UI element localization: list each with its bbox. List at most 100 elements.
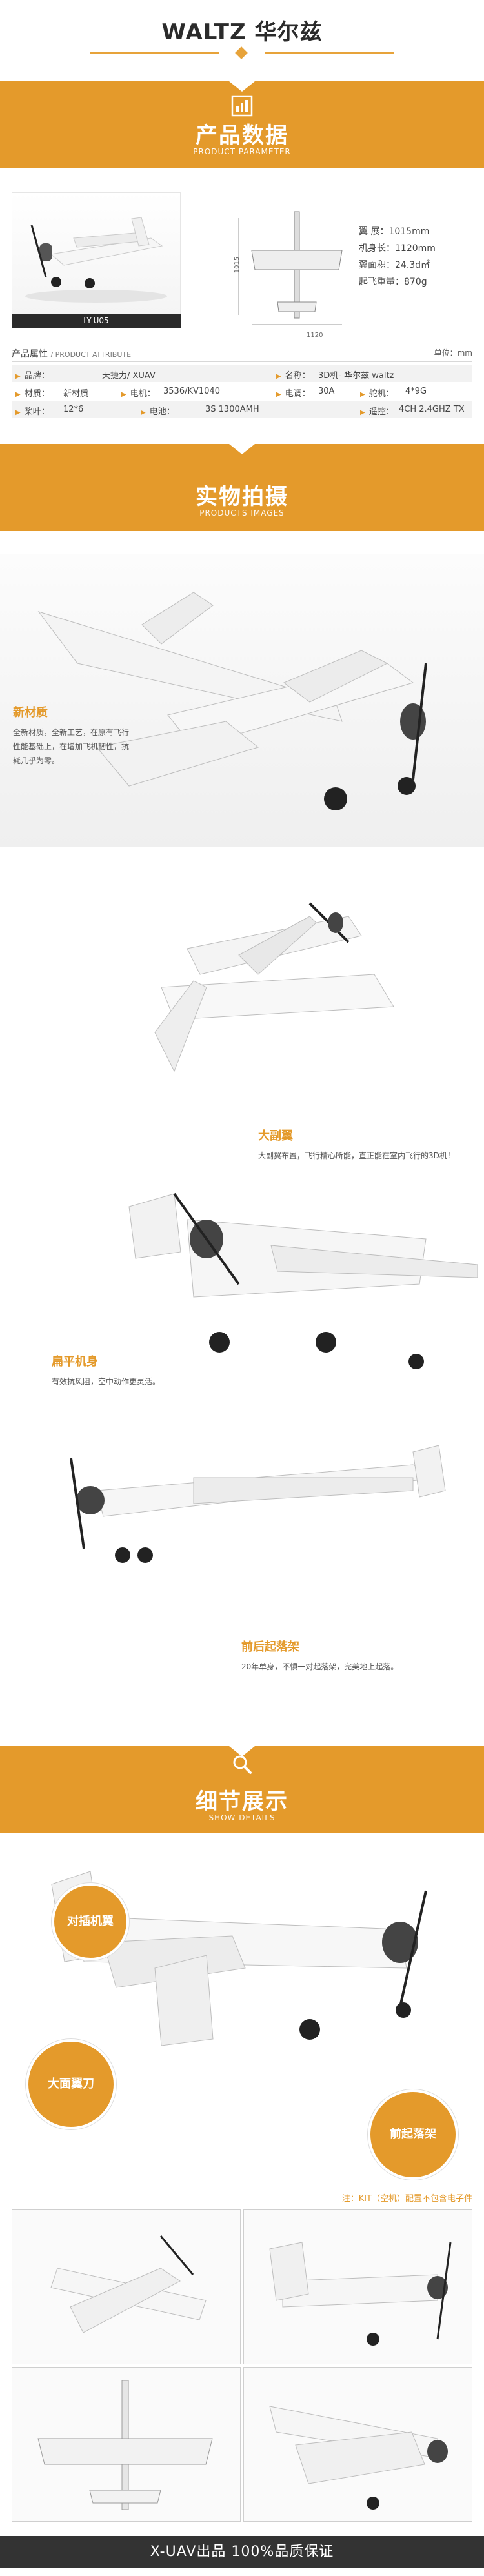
attr-row: ▶材质： 新材质 ▶电机： 3536/KV1040 ▶电调： 30A ▶舵机： … [12,383,472,400]
spec-wingspan: 翼 展：1015mm [359,225,429,237]
spec-length-label: 机身长： [359,243,395,254]
callout-gear-title: 前后起落架 [241,1640,299,1654]
triangle-bullet-icon: ▶ [15,391,21,398]
params-band-notch [229,81,255,92]
detail-circle-aileron-blade-label: 大面翼刀 [48,2077,94,2091]
airplane-photo-2 [154,902,394,1072]
callout-big-aileron-title: 大副翼 [258,1129,293,1143]
attr-key: 电调： [285,389,310,399]
attr-row: ▶品牌： 天捷力/ XUAV ▶ 名称： 3D机- 华尔兹 waltz [12,365,472,382]
airplane-grid-4 [269,2406,448,2510]
footer-banner: X-UAV出品 100%品质保证 [0,2536,484,2568]
detail-circle-aileron-blade: 大面翼刀 [26,2039,116,2129]
attr-servo-value: 4*9G [405,387,427,396]
attr-material-value: 新材质 [63,389,89,399]
triangle-bullet-icon: ▶ [276,373,281,380]
details-title: 细节展示 [196,1789,288,1815]
dim-side-label: 1015 [234,256,241,274]
detail-circle-front-gear-label: 前起落架 [390,2128,436,2141]
attributes-heading-text: 产品属性 [12,349,48,359]
detail-circle-plug-wing: 对插机翼 [52,1883,129,1960]
attr-brand-value: 天捷力/ XUAV [102,371,156,381]
photos-subtitle: PRODUCTS IMAGES [199,508,285,518]
callout-gear-text: 20年单身，不惧一对起落架，完美地上起落。 [241,1662,399,1671]
attributes-unit: 单位：mm [434,348,472,357]
hero-model-label: LY-U05 [12,314,181,328]
attr-key: 舵机： [368,389,394,399]
spec-weight-value: 870g [404,277,427,287]
spec-wingspan-value: 1015mm [388,226,430,237]
attr-key: 桨叶： [24,407,50,417]
spec-length: 机身长：1120mm [359,241,436,254]
dim-bottom-label: 1120 [307,332,323,339]
photos-band-notch [229,444,255,454]
triangle-bullet-icon: ▶ [15,409,21,416]
attr-servo: ▶舵机： [360,387,394,399]
airplane-grid-3 [37,2380,213,2510]
airplane-hero-illustration [25,217,167,303]
params-subtitle: PRODUCT PARAMETER [193,147,291,156]
detail-circle-front-gear: 前起落架 [368,2089,458,2180]
product-photo-3 [116,1181,484,1374]
grid-image-bottom-right [243,2367,472,2522]
attr-esc: ▶ 电调： [276,387,310,399]
airplane-grid-1 [50,2235,207,2333]
attr-esc-value: 30A [318,387,335,396]
detail-circle-plug-wing-label: 对插机翼 [67,1915,114,1928]
spec-wingspan-label: 翼 展： [359,226,389,237]
dimension-diagram [238,211,343,325]
attr-brand: ▶品牌： [15,368,50,381]
magnifier-icon [233,1755,252,1774]
attributes-heading-sub: / PRODUCT ATTRIBUTE [50,350,132,359]
attr-radio-value: 4CH 2.4GHZ TX [399,405,465,414]
attr-key: 电机： [130,389,156,399]
product-photo-2 [0,891,484,1110]
callout-flat-fuselage-title: 扁平机身 [52,1355,98,1369]
spec-weight: 起飞重量：870g [359,275,427,288]
attr-motor: ▶ 电机： [121,387,156,399]
attributes-divider [12,361,472,362]
spec-wing-area-value: 24.3d㎡ [395,260,430,270]
page-title: WALTZ 华尔兹 [161,19,323,45]
attr-key: 名称： [285,371,310,381]
triangle-bullet-icon: ▶ [121,391,126,398]
details-band [0,1746,484,1833]
callout-material-title: 新材质 [13,706,48,719]
attr-key: 材质： [24,389,50,399]
attr-row: ▶桨叶： 12*6 ▶电池： 3S 1300AMH ▶遥控： 4CH 2.4GH… [12,401,472,418]
chart-icon [231,95,253,117]
attr-prop-value: 12*6 [63,405,84,414]
triangle-bullet-icon: ▶ [360,391,365,398]
title-underline-left [90,52,219,54]
product-photo-4 [52,1439,484,1568]
attributes-heading: 产品属性 / PRODUCT ATTRIBUTE [12,347,472,360]
triangle-bullet-icon: ▶ [15,373,21,380]
spec-wing-area: 翼面积：24.3d㎡ [359,258,430,271]
airplane-photo-3 [128,1192,478,1369]
triangle-bullet-icon: ▶ [276,391,281,398]
details-band-notch [229,1746,255,1756]
callout-material-text: 全新材质，全新工艺，在原有飞行性能基础上，在增加飞机韧性，抗耗几乎为零。 [13,728,130,765]
details-subtitle: SHOW DETAILS [208,1813,276,1822]
attr-name: ▶ 名称： [276,368,310,381]
attr-motor-value: 3536/KV1040 [163,387,220,396]
title-diamond [235,46,248,59]
title-underline-right [265,52,394,54]
product-photo-1 [0,554,484,847]
spec-weight-label: 起飞重量： [359,277,404,287]
spec-length-value: 1120mm [395,243,436,254]
kit-note: 注：KIT（空机）配置不包含电子件 [341,2194,472,2204]
attr-name-value: 3D机- 华尔兹 waltz [318,371,394,381]
product-hero-image [12,192,181,328]
attr-battery: ▶电池： [141,405,175,417]
photos-band [0,444,484,531]
attr-prop: ▶桨叶： [15,405,50,417]
airplane-grid-2 [269,2242,452,2346]
callout-big-aileron-text: 大副翼布置，飞行精心所能，直正能在室内飞行的3D机！ [258,1151,455,1160]
spec-wing-area-label: 翼面积： [359,260,395,270]
attr-radio: ▶遥控： [360,405,394,417]
photos-title: 实物拍摄 [196,484,288,510]
grid-image-top-right [243,2209,472,2364]
triangle-bullet-icon: ▶ [141,409,146,416]
grid-image-top-left [12,2209,241,2364]
